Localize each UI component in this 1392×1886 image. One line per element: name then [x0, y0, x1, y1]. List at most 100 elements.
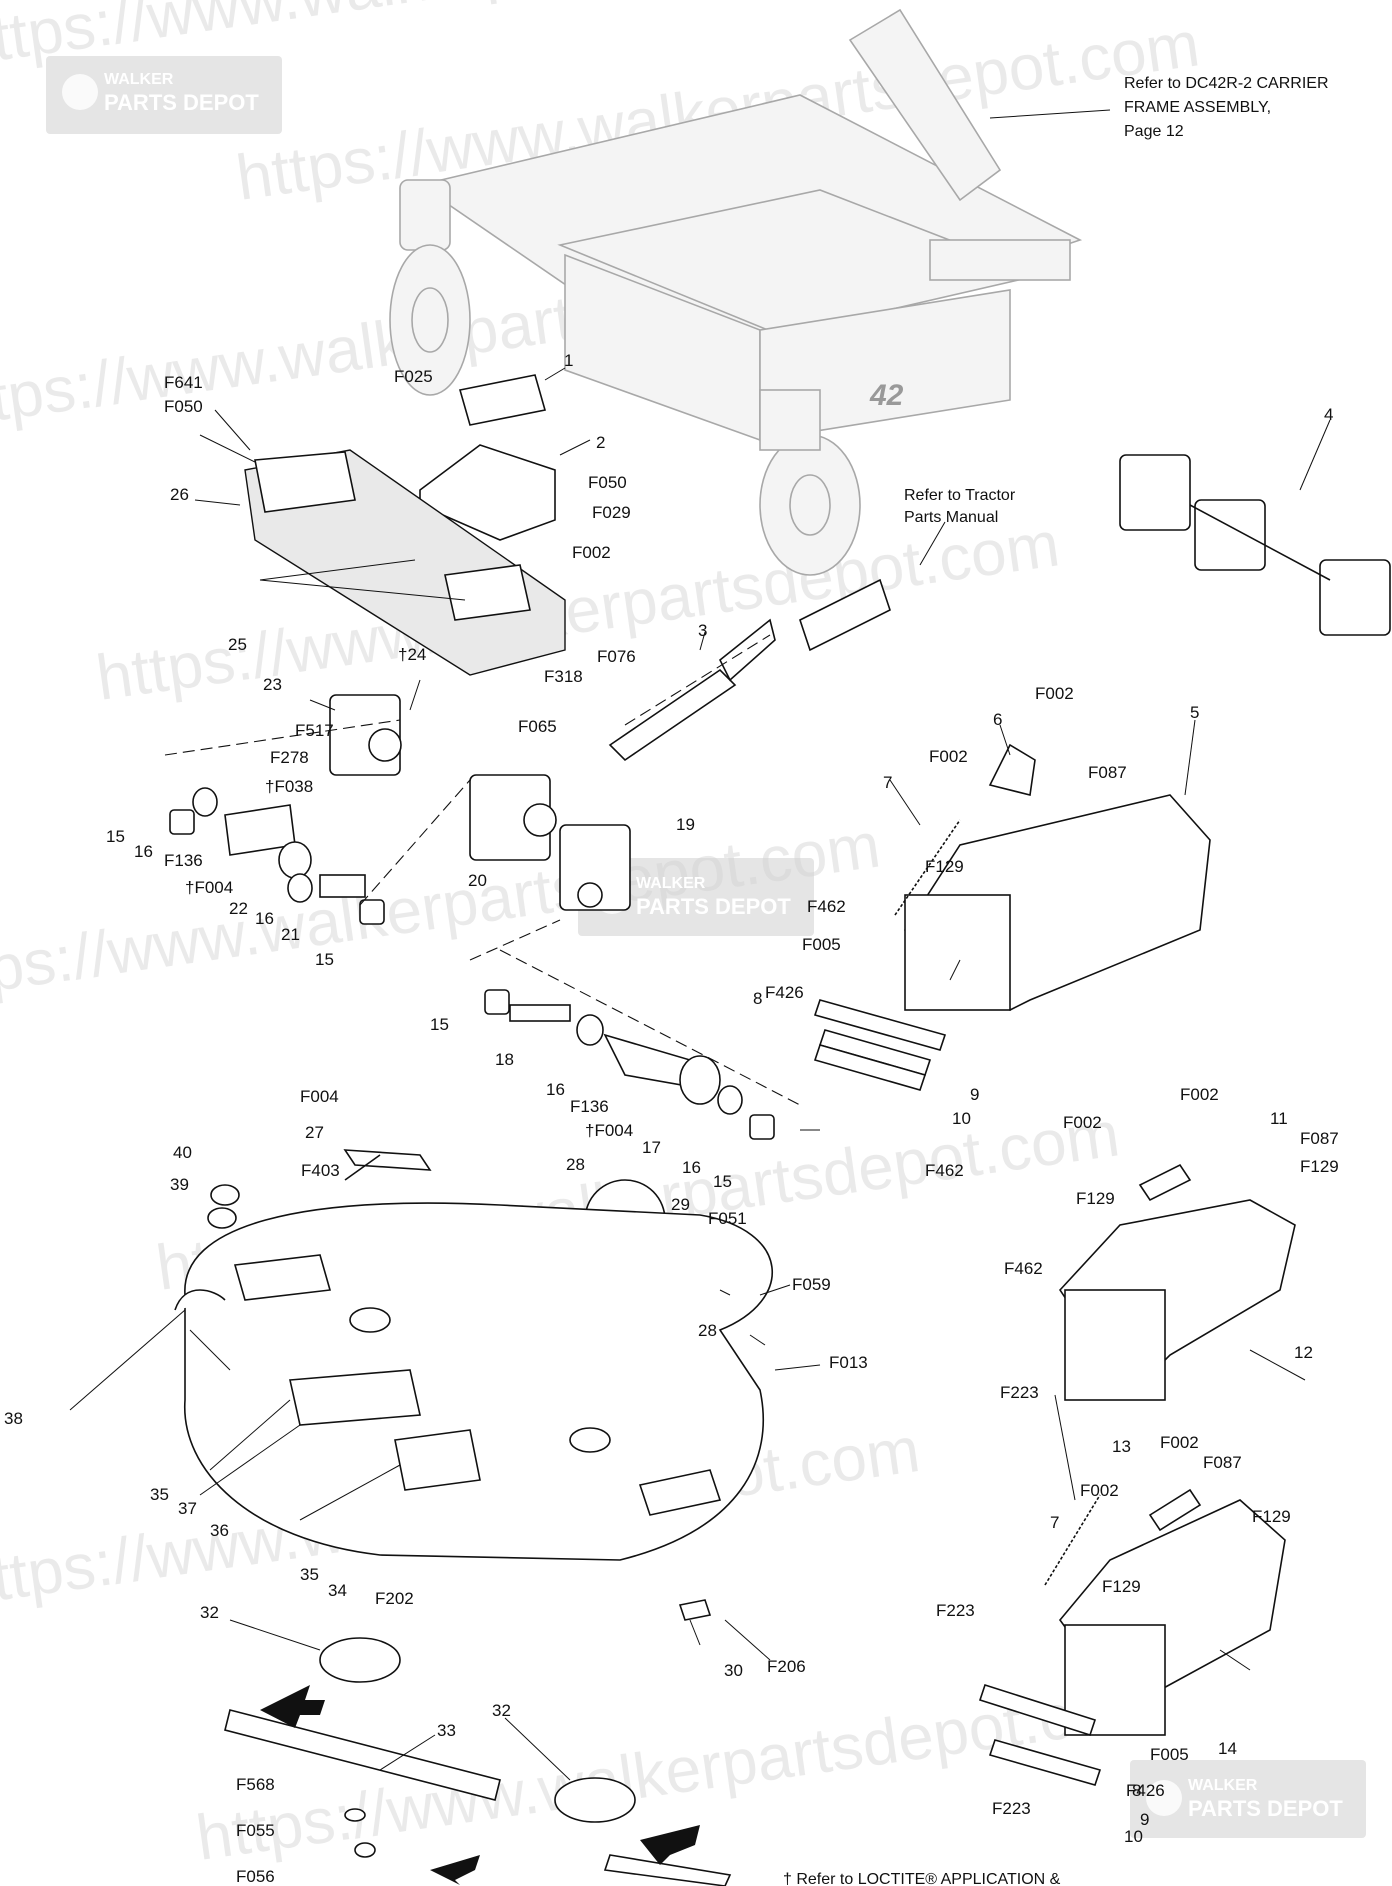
gearbox	[1119, 454, 1191, 531]
callout-38: 38	[4, 1409, 23, 1428]
callout-f055: F055	[236, 1821, 275, 1840]
callout-f002c: F002	[929, 747, 968, 766]
callout-15a: 15	[106, 827, 125, 846]
callout-34: 34	[328, 1581, 347, 1600]
callout-f025: F025	[394, 367, 433, 386]
deck-shield	[244, 449, 566, 676]
callout-f206: F206	[767, 1657, 806, 1676]
callout-f426a: F426	[765, 983, 804, 1002]
cover-plate	[458, 374, 547, 426]
callout-f517: F517	[295, 721, 334, 740]
leader-lines	[69, 109, 1331, 1781]
callout-16d: 16	[682, 1158, 701, 1177]
logo-mark-icon	[62, 74, 98, 110]
svg-text:WALKER: WALKER	[1188, 1777, 1258, 1794]
callout-f462a: F462	[807, 897, 846, 916]
callout-22: 22	[229, 899, 248, 918]
gearbox	[1319, 559, 1391, 636]
callout-16c: 16	[546, 1080, 565, 1099]
callout-15b: 15	[315, 950, 334, 969]
callout-10b: 10	[1124, 1827, 1143, 1846]
carrier-frame-note: Refer to DC42R-2 CARRIER	[1124, 75, 1329, 92]
loctite-note: † Refer to LOCTITE® APPLICATION &	[783, 1871, 1061, 1886]
callout-9a: 9	[970, 1085, 979, 1104]
callout-f005b: F005	[1150, 1745, 1189, 1764]
callout-8a: 8	[753, 989, 762, 1008]
callout-25: 25	[228, 635, 247, 654]
callout-f568: F568	[236, 1775, 275, 1794]
callout-32a: 32	[200, 1603, 219, 1622]
callout-f004a: †F004	[185, 878, 233, 897]
gearbox	[559, 824, 631, 911]
tractor-manual-note: Refer to Tractor	[904, 487, 1016, 504]
callout-33: 33	[437, 1721, 456, 1740]
callout-f318: F318	[544, 667, 583, 686]
callout-28a: 28	[566, 1155, 585, 1174]
driveshaft	[608, 668, 737, 762]
callout-37: 37	[178, 1499, 197, 1518]
callout-f129d: F129	[1252, 1507, 1291, 1526]
callout-f002g: F002	[1080, 1481, 1119, 1500]
callout-9b: 9	[1140, 1810, 1149, 1829]
callout-f002a: F002	[572, 543, 611, 562]
callout-f065: F065	[518, 717, 557, 736]
rotation-arrow-icon	[640, 1825, 700, 1865]
callout-36: 36	[210, 1521, 229, 1540]
reference-notes: Refer to DC42R-2 CARRIER FRAME ASSEMBLY,…	[783, 75, 1329, 1886]
callout-labels: 1234567788991010111213141515151516161616…	[4, 351, 1339, 1886]
callout-f129c: F129	[1076, 1189, 1115, 1208]
callout-f426b: F426	[1126, 1781, 1165, 1800]
callout-40: 40	[173, 1143, 192, 1162]
spindle-cap	[554, 1777, 636, 1823]
callout-f002e: F002	[1180, 1085, 1219, 1104]
mower-blade	[603, 1854, 732, 1886]
callout-f056: F056	[236, 1867, 275, 1886]
callout-13: 13	[1112, 1437, 1131, 1456]
svg-text:WALKER: WALKER	[104, 71, 174, 88]
callout-8b: 8	[1132, 1781, 1141, 1800]
spindle-cap	[319, 1637, 401, 1683]
callout-f462c: F462	[1004, 1259, 1043, 1278]
mower-blade	[224, 1709, 501, 1801]
svg-text:PARTS DEPOT: PARTS DEPOT	[1188, 1796, 1343, 1821]
callout-3: 3	[698, 621, 707, 640]
callout-16b: 16	[255, 909, 274, 928]
callout-26: 26	[170, 485, 189, 504]
callout-f278: F278	[270, 748, 309, 767]
callout-14: 14	[1218, 1739, 1237, 1758]
brand-logo: WALKER PARTS DEPOT	[46, 56, 282, 134]
callout-f202: F202	[375, 1589, 414, 1608]
callout-21: 21	[281, 925, 300, 944]
frame-badge: 42	[869, 379, 904, 412]
callout-f050b: F050	[588, 473, 627, 492]
rotation-arrow-icon	[430, 1855, 480, 1885]
callout-f641: F641	[164, 373, 203, 392]
rotation-arrow-icon	[260, 1685, 325, 1728]
callout-f059: F059	[792, 1275, 831, 1294]
callout-f050a: F050	[164, 397, 203, 416]
callout-f029: F029	[592, 503, 631, 522]
logo-mark-icon	[1146, 1780, 1182, 1816]
callout-f462b: F462	[925, 1161, 964, 1180]
callout-24: †24	[398, 645, 426, 664]
callout-18: 18	[495, 1050, 514, 1069]
callout-f002d: F002	[1063, 1113, 1102, 1132]
callout-f136b: F136	[570, 1097, 609, 1116]
callout-f087b: F087	[1300, 1129, 1339, 1148]
callout-16a: 16	[134, 842, 153, 861]
callout-f223b: F223	[936, 1601, 975, 1620]
callout-f223a: F223	[1000, 1383, 1039, 1402]
callout-f403: F403	[301, 1161, 340, 1180]
callout-f004c: †F004	[585, 1121, 633, 1140]
callout-17: 17	[642, 1138, 661, 1157]
svg-text:PARTS DEPOT: PARTS DEPOT	[636, 894, 791, 919]
callout-f076: F076	[597, 647, 636, 666]
mower-deck	[184, 1202, 773, 1561]
callout-6: 6	[993, 710, 1002, 729]
callout-f002f: F002	[1160, 1433, 1199, 1452]
gearbox	[1194, 499, 1266, 571]
callout-f087c: F087	[1203, 1453, 1242, 1472]
callout-f136a: F136	[164, 851, 203, 870]
callout-7a: 7	[883, 773, 892, 792]
callout-19: 19	[676, 815, 695, 834]
